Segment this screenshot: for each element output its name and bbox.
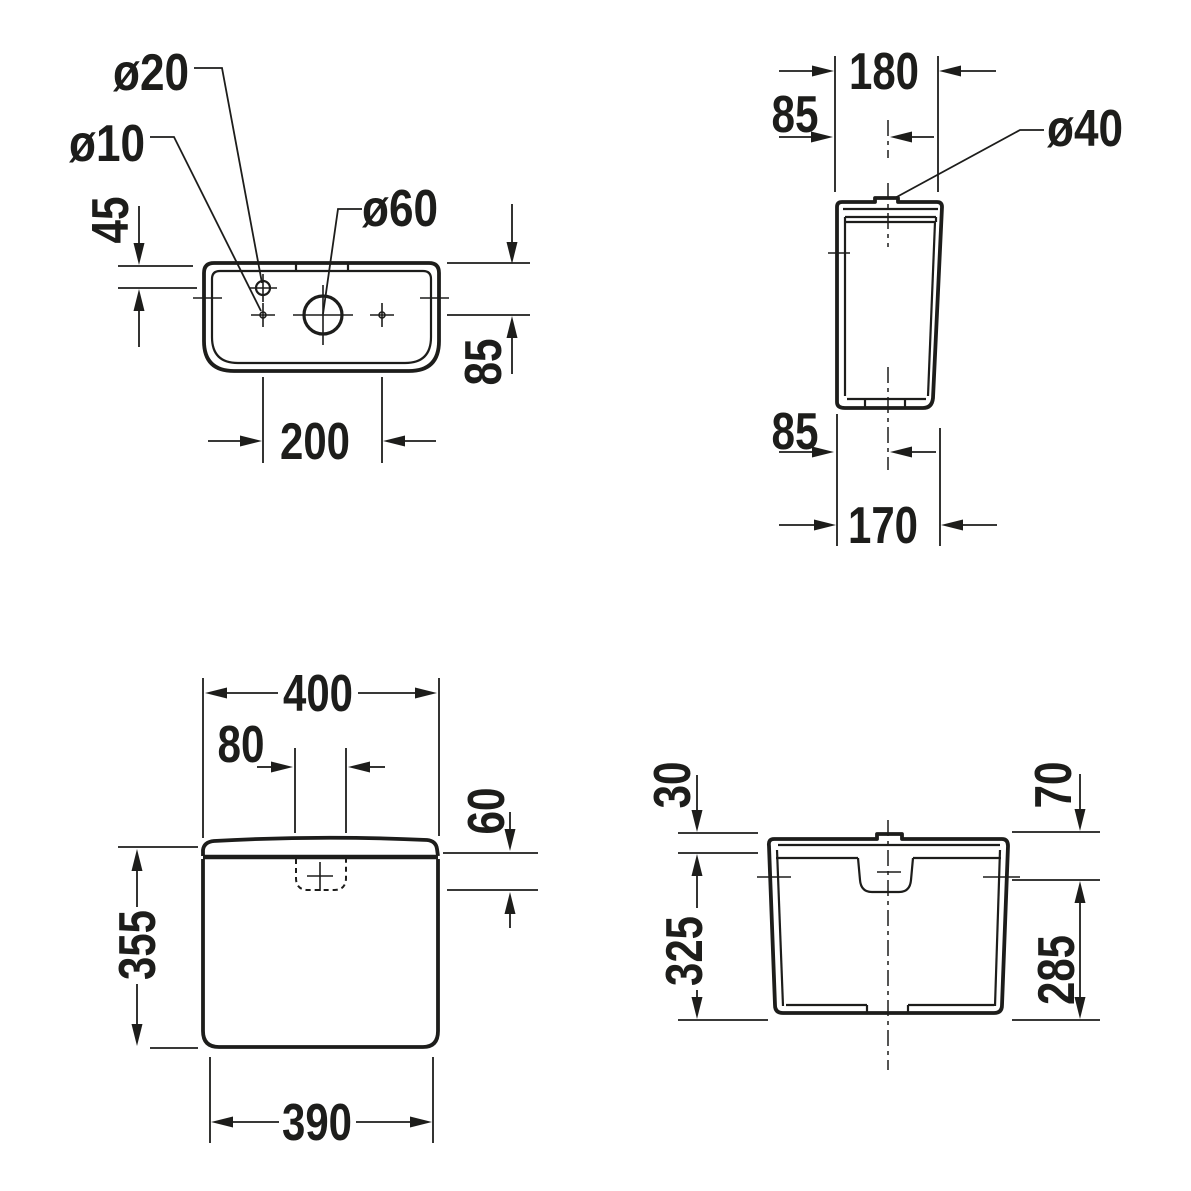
- label-dim-325: 325: [656, 916, 714, 986]
- leader-hole-40: [892, 129, 1044, 200]
- front-lid-outline: [201, 835, 440, 857]
- dimension-200: [208, 377, 436, 463]
- label-dim-85-side-bottom: 85: [772, 403, 819, 461]
- rear-inner-wall-right: [993, 849, 1002, 1007]
- label-dim-70: 70: [1025, 762, 1083, 809]
- dimension-60: [443, 812, 538, 928]
- label-dim-85-side-top: 85: [772, 86, 819, 144]
- leader-hole-10: [150, 136, 262, 312]
- label-dim-80: 80: [218, 716, 265, 774]
- dimension-85-side-top: [779, 131, 934, 143]
- dimension-400: [202, 678, 440, 838]
- dimension-180: [779, 56, 996, 192]
- dimension-30: [678, 775, 758, 854]
- label-dim-85-plan: 85: [455, 339, 513, 386]
- plan-outer-outline: [202, 261, 441, 373]
- dimension-45: [118, 206, 197, 347]
- label-hole-20: ø20: [113, 44, 189, 102]
- side-inner-wall-right: [926, 221, 937, 397]
- label-dim-390: 390: [282, 1094, 352, 1152]
- dimension-85-plan: [447, 204, 530, 374]
- label-dim-60: 60: [458, 788, 516, 835]
- label-hole-40: ø40: [1047, 100, 1123, 158]
- side-outer-outline: [835, 196, 944, 410]
- side-view: 180 85 ø40 85 170: [772, 43, 1124, 555]
- label-hole-10: ø10: [69, 115, 145, 173]
- dimension-390: [209, 1057, 434, 1143]
- dimension-85-side-bottom: [779, 446, 936, 458]
- front-view: 400 80 60 355 390: [109, 665, 538, 1152]
- dimension-70: [1012, 774, 1100, 881]
- label-dim-170: 170: [848, 497, 918, 555]
- label-dim-200: 200: [280, 413, 350, 471]
- dimension-80: [257, 748, 385, 833]
- label-dim-355: 355: [109, 910, 167, 980]
- front-body-outline: [201, 859, 440, 1049]
- rear-button-cutout: [856, 857, 915, 894]
- plan-view: ø20 ø10 ø60 45 85 200: [69, 44, 530, 471]
- label-hole-60: ø60: [362, 180, 438, 238]
- dimension-285: [1012, 881, 1100, 1021]
- dimension-325: [678, 854, 768, 1021]
- rear-view: 30 70 325 285: [644, 762, 1100, 1070]
- dimension-355: [118, 846, 198, 1049]
- leader-hole-20: [194, 67, 263, 284]
- label-dim-400: 400: [283, 665, 353, 723]
- label-dim-30: 30: [644, 762, 702, 809]
- plan-inner-outline: [210, 269, 433, 365]
- rear-inner-wall-left: [775, 849, 785, 1007]
- label-dim-285: 285: [1028, 935, 1086, 1005]
- front-button-cutout: [295, 859, 347, 891]
- label-dim-45: 45: [82, 197, 140, 244]
- dimension-170: [779, 414, 997, 546]
- label-dim-180: 180: [849, 43, 919, 101]
- leader-hole-60: [322, 208, 362, 315]
- rear-outer-outline: [766, 832, 1010, 1015]
